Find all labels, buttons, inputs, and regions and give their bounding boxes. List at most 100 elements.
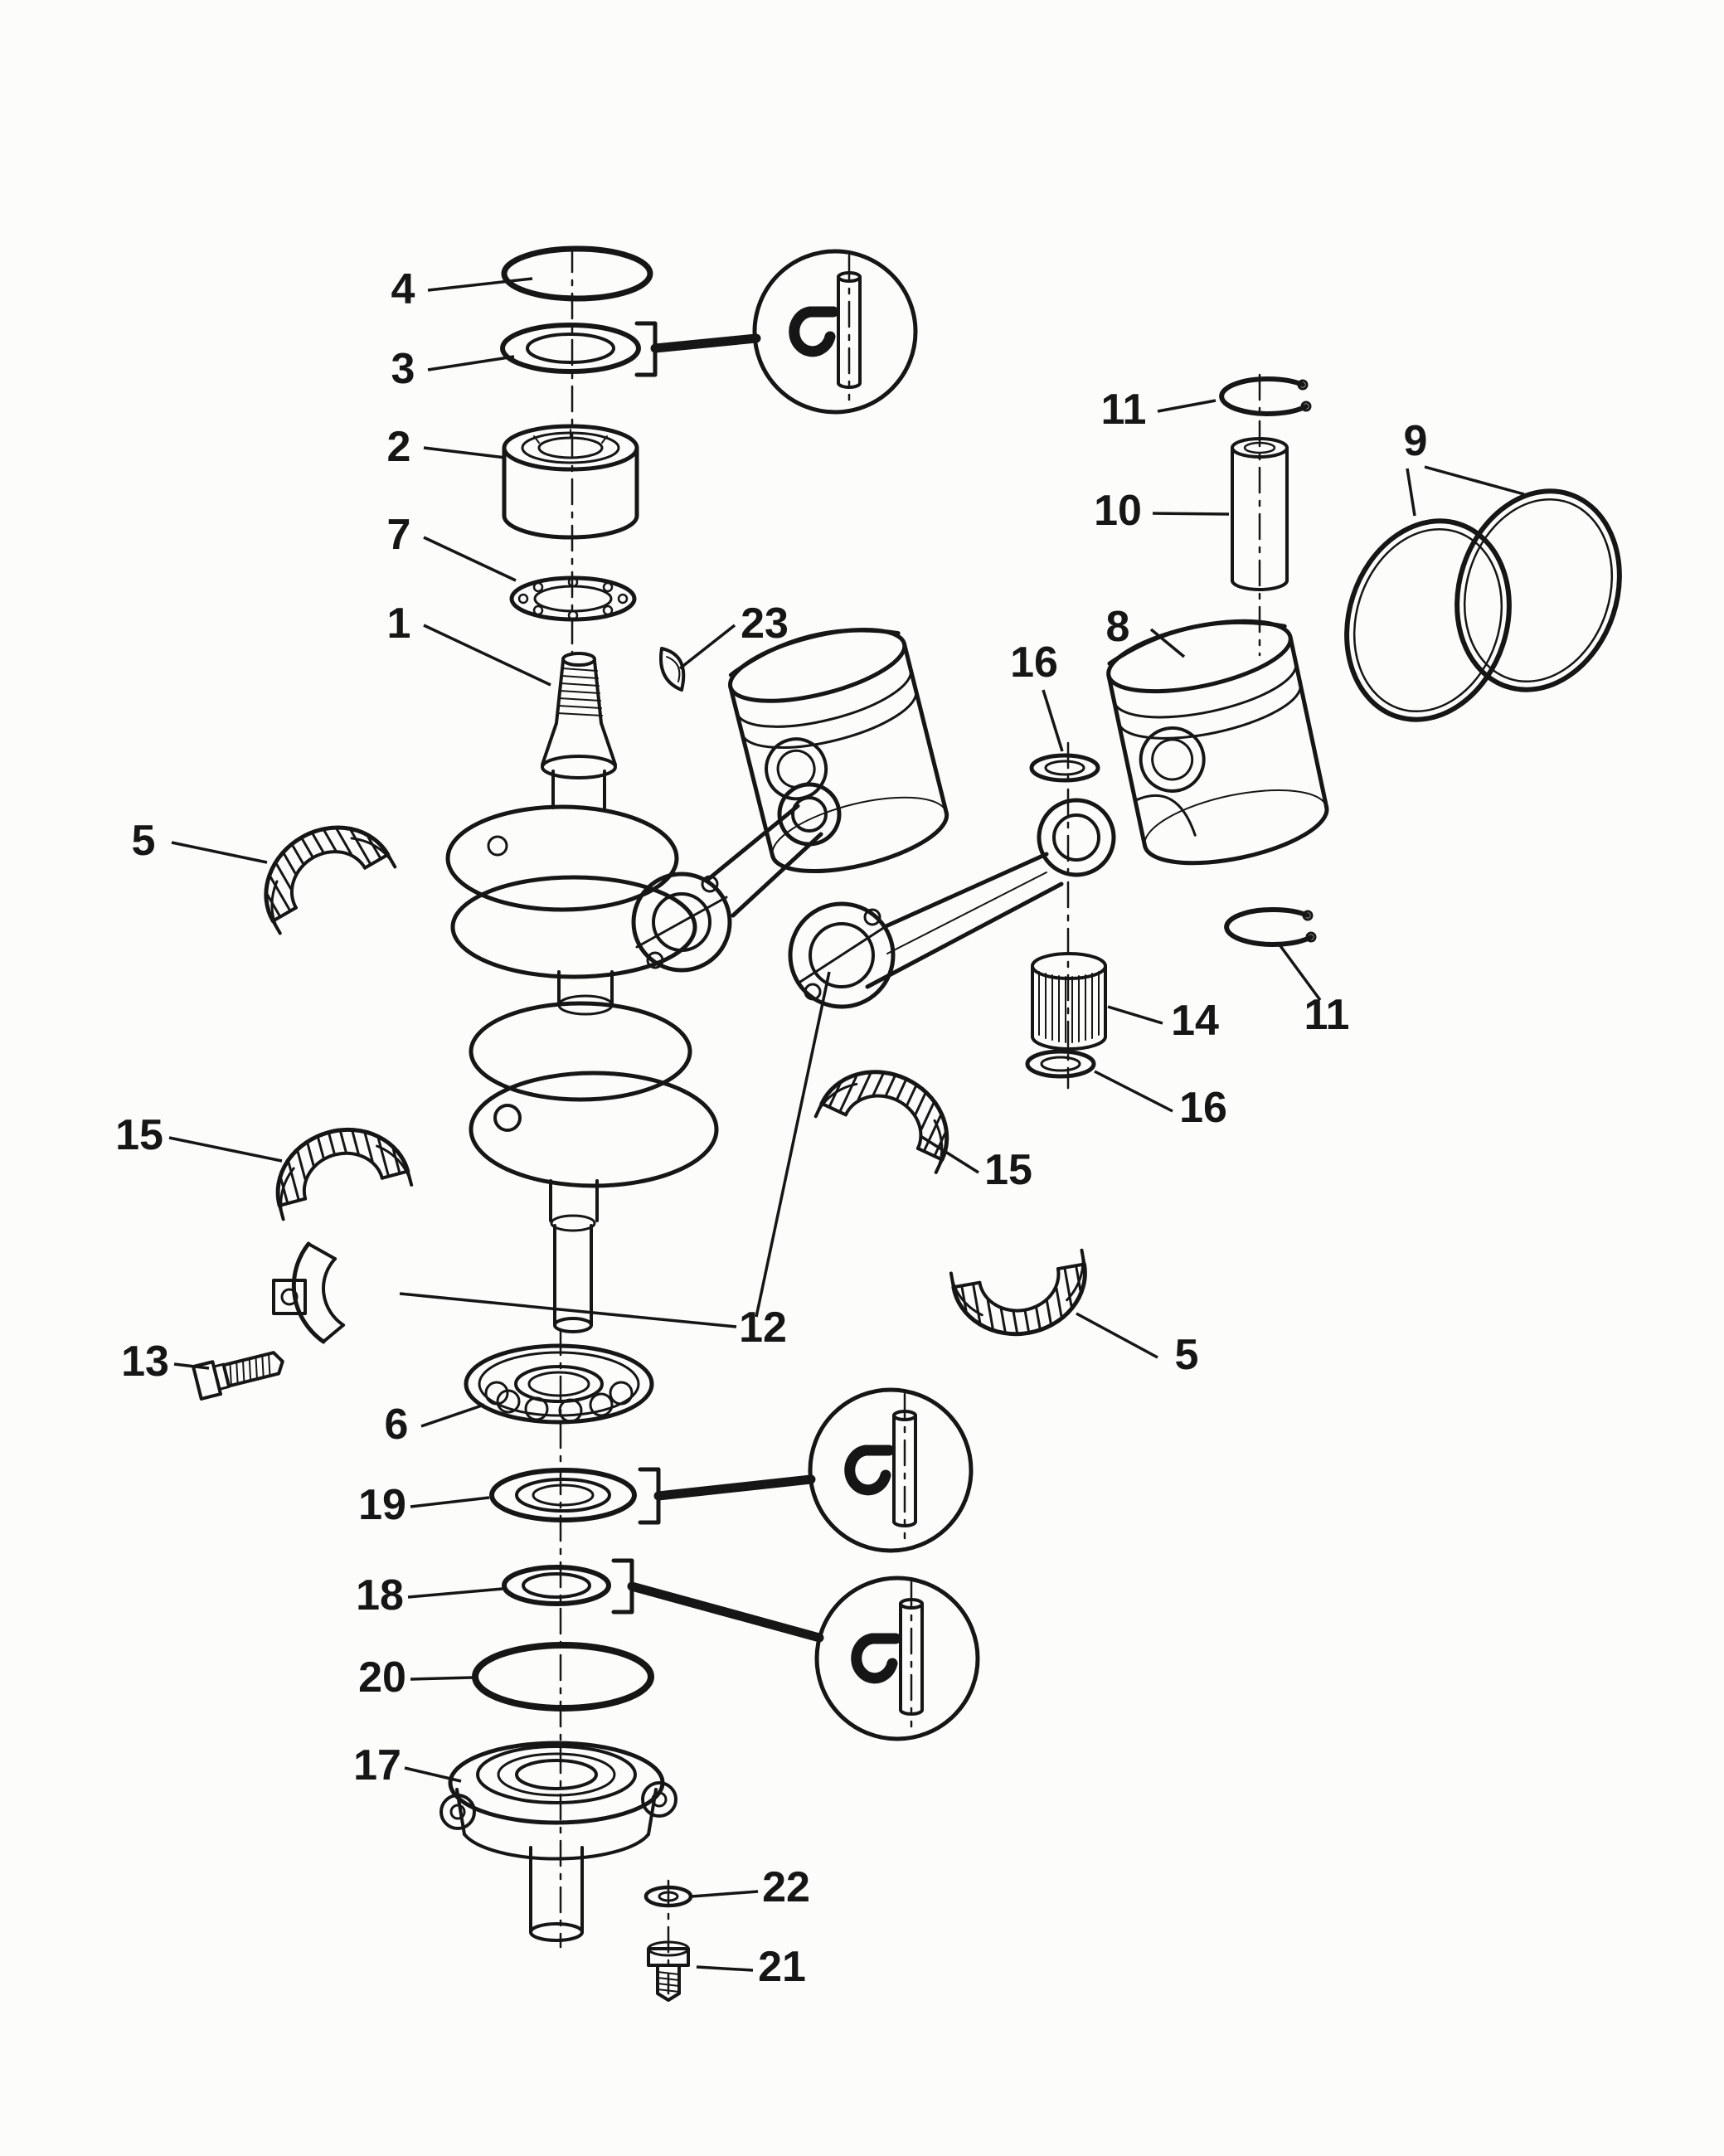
callout-12: 12 — [399, 971, 831, 1352]
callout-16-upper-label: 16 — [1010, 639, 1058, 687]
woodruff-key — [659, 647, 686, 692]
leader-line — [168, 1136, 283, 1163]
leader-line — [1094, 1070, 1173, 1113]
snap-ring-top — [1221, 379, 1310, 414]
callout-17-label: 17 — [353, 1741, 401, 1789]
leader-line — [1076, 1312, 1158, 1359]
callout-2-label: 2 — [387, 423, 411, 471]
piston-left — [728, 628, 949, 874]
seal-detail-mid — [810, 1390, 971, 1551]
callout-5-right: 5 — [1076, 1312, 1199, 1379]
callout-22-label: 22 — [762, 1863, 810, 1911]
seal-detail-lower — [817, 1578, 978, 1739]
oil-seal-lower-small — [502, 1565, 611, 1606]
leader-line — [410, 1496, 490, 1508]
callout-10: 10 — [1094, 487, 1230, 535]
callout-7-label: 7 — [387, 511, 411, 559]
leader-line — [420, 1403, 485, 1428]
callout-6-label: 6 — [385, 1401, 409, 1449]
callout-3-label: 3 — [391, 345, 415, 393]
detail-bracket-mid — [638, 1467, 816, 1525]
oil-seal-upper — [500, 323, 641, 374]
callout-2: 2 — [387, 423, 507, 471]
centerlines — [559, 245, 1261, 1995]
callout-14: 14 — [1107, 997, 1219, 1045]
piston-right — [1106, 619, 1329, 866]
callout-1: 1 — [387, 600, 551, 687]
callout-11-right-label: 11 — [1304, 991, 1350, 1039]
thrust-washer-lower — [1027, 1051, 1094, 1076]
o-ring-bottom — [472, 1642, 654, 1712]
diagram-artwork — [192, 245, 1622, 2002]
callout-6: 6 — [385, 1401, 485, 1449]
callout-19-label: 19 — [358, 1481, 406, 1529]
leader-line — [1042, 689, 1064, 752]
callout-13-label: 13 — [121, 1338, 169, 1386]
o-ring-top — [501, 245, 653, 302]
end-cap — [439, 1741, 677, 1942]
callout-4: 4 — [391, 265, 533, 313]
callout-12-label: 12 — [739, 1304, 787, 1352]
callout-5-left: 5 — [132, 817, 268, 865]
callout-11-right: 11 — [1277, 942, 1350, 1039]
leader-line — [1107, 1005, 1163, 1025]
callout-11-top-label: 11 — [1101, 386, 1147, 434]
callout-7: 7 — [387, 511, 517, 582]
connecting-rod-left — [631, 782, 842, 973]
callout-9: 9 — [1404, 417, 1525, 517]
callout-20: 20 — [358, 1653, 473, 1702]
leader-line — [171, 841, 268, 864]
leader-line — [404, 1766, 462, 1783]
leader-line — [399, 1292, 737, 1328]
seal-detail-upper — [755, 251, 915, 412]
callout-18-label: 18 — [356, 1571, 404, 1619]
callout-15-left: 15 — [115, 1111, 283, 1163]
callout-22: 22 — [691, 1863, 810, 1911]
bearing-cap — [272, 1241, 345, 1344]
bearing-half-15-right — [816, 1051, 967, 1173]
callout-15-right-label: 15 — [984, 1146, 1032, 1194]
callout-18: 18 — [356, 1571, 503, 1619]
hex-bolt — [647, 1940, 690, 2002]
bearing-half-15-left — [265, 1115, 411, 1219]
callout-4-label: 4 — [391, 265, 415, 313]
callout-16-upper: 16 — [1010, 639, 1064, 752]
bearing-half-5-left — [244, 804, 395, 933]
oil-seal-lower-large — [489, 1468, 637, 1522]
leader-line — [755, 971, 831, 1318]
cap-screw — [192, 1351, 284, 1401]
leader-line — [1149, 628, 1186, 658]
callout-13: 13 — [121, 1338, 210, 1386]
callout-1-label: 1 — [387, 600, 411, 648]
leader-line — [427, 355, 515, 371]
detail-bracket-lower — [611, 1558, 824, 1643]
needle-bearing — [1031, 952, 1107, 1051]
leader-line — [423, 536, 517, 582]
callout-11-top: 11 — [1101, 386, 1217, 434]
callout-21: 21 — [696, 1943, 806, 1991]
leader-line — [678, 624, 736, 670]
callout-19: 19 — [358, 1481, 490, 1529]
piston-ring-inner — [1344, 518, 1512, 722]
leader-line — [423, 624, 551, 687]
callout-5-left-label: 5 — [132, 817, 156, 865]
callout-8-label: 8 — [1106, 603, 1130, 651]
detail-bracket-upper — [634, 321, 761, 377]
leader-line — [173, 1362, 210, 1370]
callout-16-lower-label: 16 — [1179, 1084, 1227, 1132]
callouts: 4 3 2 7 1 23 11 10 — [115, 265, 1525, 1991]
flat-washer — [643, 1885, 693, 1908]
thrust-washer-upper — [1032, 755, 1098, 780]
piston-pin — [1231, 437, 1289, 591]
leader-line — [691, 1890, 759, 1898]
callout-21-label: 21 — [758, 1943, 806, 1991]
leader-line — [423, 446, 507, 459]
callout-15-right: 15 — [920, 1134, 1032, 1194]
leader-line — [920, 1134, 979, 1174]
callout-23-label: 23 — [741, 600, 789, 648]
callout-20-label: 20 — [358, 1653, 406, 1702]
callout-23: 23 — [678, 600, 789, 670]
callout-5-right-label: 5 — [1175, 1331, 1199, 1379]
